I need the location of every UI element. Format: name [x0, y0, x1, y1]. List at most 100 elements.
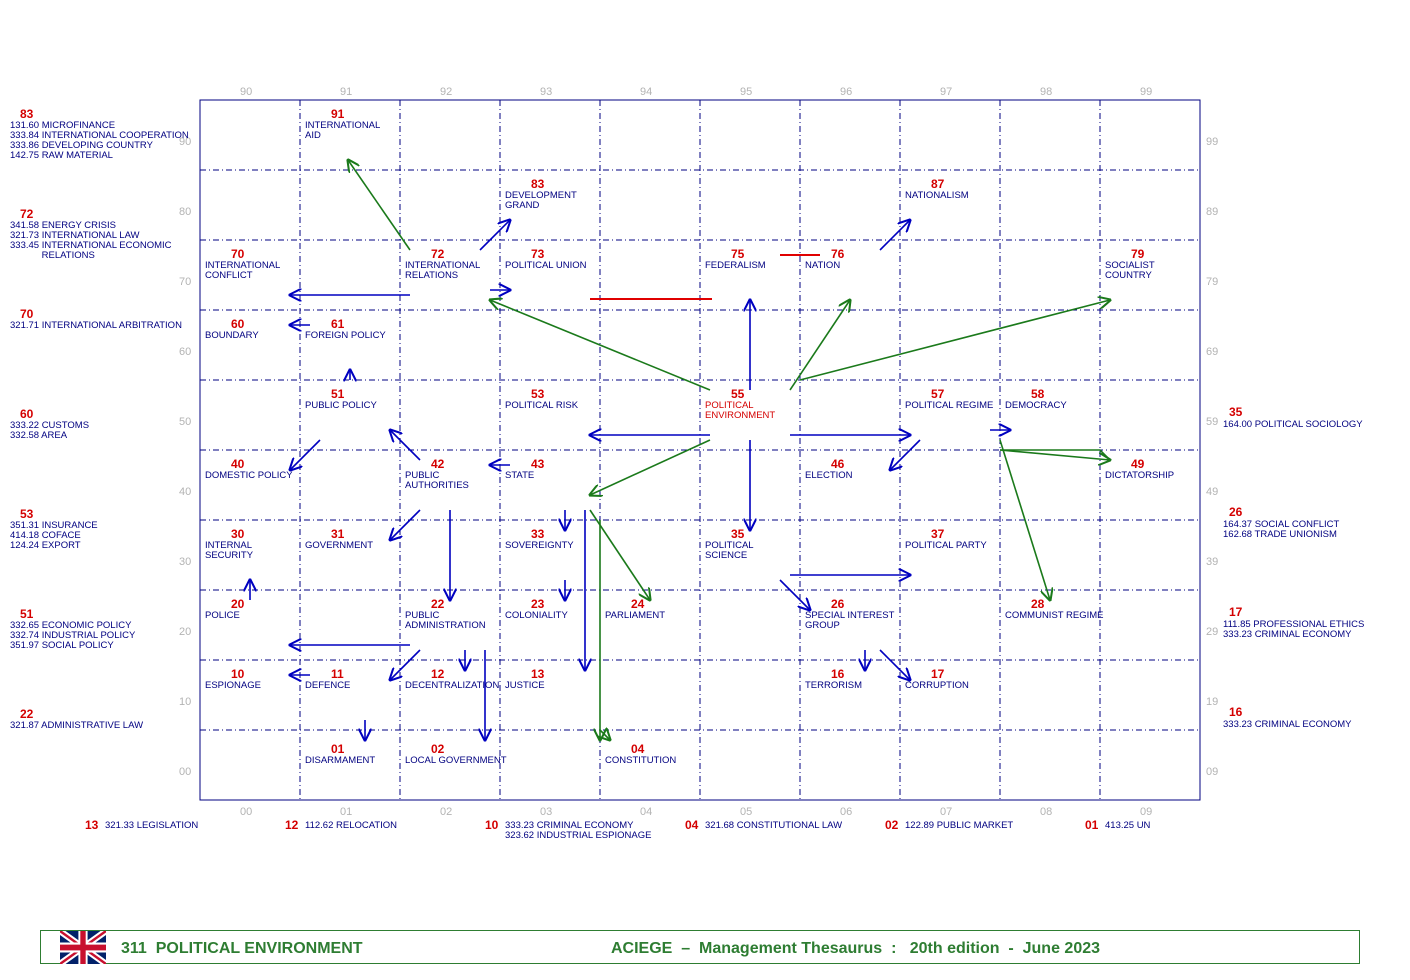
axis-top-label: 98: [1040, 86, 1053, 98]
node-label: COMMUNIST REGIME: [1005, 610, 1104, 621]
node-number: 43: [531, 457, 545, 471]
bottom-ref-number: 13: [85, 818, 99, 832]
axis-right-label: 09: [1206, 766, 1219, 778]
node-label: BOUNDARY: [205, 330, 259, 341]
bottom-ref-number: 12: [285, 818, 299, 832]
hierarchy-arrow: [490, 300, 711, 391]
left-ref-lines: 321.87 ADMINISTRATIVE LAW: [10, 720, 144, 731]
hierarchy-arrow: [799, 300, 1110, 381]
node-label: NATION: [805, 260, 841, 271]
node-label: DECENTRALIZATION: [405, 680, 500, 691]
hierarchy-arrow: [348, 160, 411, 251]
bottom-ref-lines: 122.89 PUBLIC MARKET: [905, 820, 1014, 831]
axis-left-label: 00: [179, 766, 192, 778]
axis-left-label: 40: [179, 486, 192, 498]
relation-arrow: [890, 439, 921, 470]
hierarchy-arrow: [600, 730, 610, 740]
axis-left-label: 80: [179, 206, 192, 218]
relation-arrow: [390, 430, 421, 461]
relation-arrow: [290, 439, 321, 470]
node-label: POLITICAL RISK: [505, 400, 579, 411]
node-number: 33: [531, 527, 545, 541]
axis-right-label: 69: [1206, 346, 1219, 358]
node-number: 01: [331, 742, 345, 756]
node-label: DOMESTIC POLICY: [205, 470, 293, 481]
node-number: 12: [431, 667, 445, 681]
axis-left-label: 70: [179, 276, 192, 288]
node-number: 46: [831, 457, 845, 471]
right-ref-lines: 164.00 POLITICAL SOCIOLOGY: [1223, 419, 1363, 430]
right-ref-number: 16: [1229, 705, 1243, 719]
left-ref-number: 72: [20, 207, 34, 221]
node-number: 91: [331, 107, 345, 121]
axis-bottom-label: 00: [240, 806, 253, 818]
axis-top-label: 91: [340, 86, 353, 98]
node-number: 28: [1031, 597, 1045, 611]
relation-arrow: [479, 220, 510, 251]
footer-subtitle: ACIEGE – Management Thesaurus : 20th edi…: [611, 940, 1101, 957]
axis-right-label: 39: [1206, 556, 1219, 568]
hierarchy-arrow: [789, 300, 850, 391]
node-number: 17: [931, 667, 945, 681]
relation-arrow: [779, 579, 810, 610]
node-number: 11: [331, 667, 344, 681]
node-label: POLITICAL SCIENCE: [705, 540, 754, 561]
left-ref-lines: 332.65 ECONOMIC POLICY 332.74 INDUSTRIAL…: [10, 620, 136, 651]
node-label: SOVEREIGNTY: [505, 540, 574, 551]
node-label: DEFENCE: [305, 680, 351, 691]
bottom-ref-number: 04: [685, 818, 699, 832]
node-label: POLITICAL PARTY: [905, 540, 987, 551]
node-label: INTERNATIONAL AID: [305, 120, 381, 141]
bottom-ref-number: 10: [485, 818, 499, 832]
node-number: 72: [431, 247, 445, 261]
node-label: INTERNATIONAL CONFLICT: [205, 260, 281, 281]
bottom-ref-number: 01: [1085, 818, 1099, 832]
axis-left-label: 90: [179, 136, 192, 148]
node-number: 42: [431, 457, 445, 471]
left-ref-number: 22: [20, 707, 34, 721]
right-ref-number: 35: [1229, 405, 1243, 419]
bottom-ref-lines: 333.23 CRIMINAL ECONOMY 323.62 INDUSTRIA…: [505, 820, 652, 841]
node-number: 70: [231, 247, 245, 261]
footer-title: 311 POLITICAL ENVIRONMENT: [121, 940, 363, 957]
axis-left-label: 50: [179, 416, 192, 428]
node-number: 13: [531, 667, 545, 681]
node-number: 30: [231, 527, 245, 541]
hierarchy-arrow: [999, 439, 1050, 600]
axis-top-label: 97: [940, 86, 953, 98]
node-label: INTERNAL SECURITY: [205, 540, 254, 561]
node-label: ELECTION: [805, 470, 853, 481]
node-number: 02: [431, 742, 445, 756]
node-number: 79: [1131, 247, 1145, 261]
node-label: PARLIAMENT: [605, 610, 666, 621]
node-label: POLICE: [205, 610, 240, 621]
axis-left-label: 10: [179, 696, 192, 708]
node-label: DEMOCRACY: [1005, 400, 1067, 411]
node-number: 58: [1031, 387, 1045, 401]
axis-bottom-label: 03: [540, 806, 553, 818]
node-label: PUBLIC POLICY: [305, 400, 377, 411]
footer-banner: 311 POLITICAL ENVIRONMENT ACIEGE – Manag…: [40, 930, 1360, 964]
node-label: SOCIALIST COUNTRY: [1105, 260, 1155, 281]
axis-top-label: 92: [440, 86, 453, 98]
relation-arrow: [879, 220, 910, 251]
node-number: 57: [931, 387, 945, 401]
axis-top-label: 94: [640, 86, 653, 98]
node-label: PUBLIC AUTHORITIES: [405, 470, 469, 491]
node-number: 60: [231, 317, 245, 331]
node-label: FOREIGN POLICY: [305, 330, 386, 341]
node-label: COLONIALITY: [505, 610, 568, 621]
axis-right-label: 79: [1206, 276, 1219, 288]
axis-bottom-label: 02: [440, 806, 453, 818]
node-number: 49: [1131, 457, 1145, 471]
left-ref-number: 60: [20, 407, 34, 421]
relation-arrow: [879, 649, 910, 680]
node-number: 23: [531, 597, 545, 611]
node-number: 35: [731, 527, 745, 541]
hierarchy-arrow: [999, 449, 1110, 460]
hierarchy-arrow: [1000, 449, 1111, 461]
bottom-ref-number: 02: [885, 818, 899, 832]
axis-right-label: 49: [1206, 486, 1219, 498]
node-label: INTERNATIONAL RELATIONS: [405, 260, 481, 281]
